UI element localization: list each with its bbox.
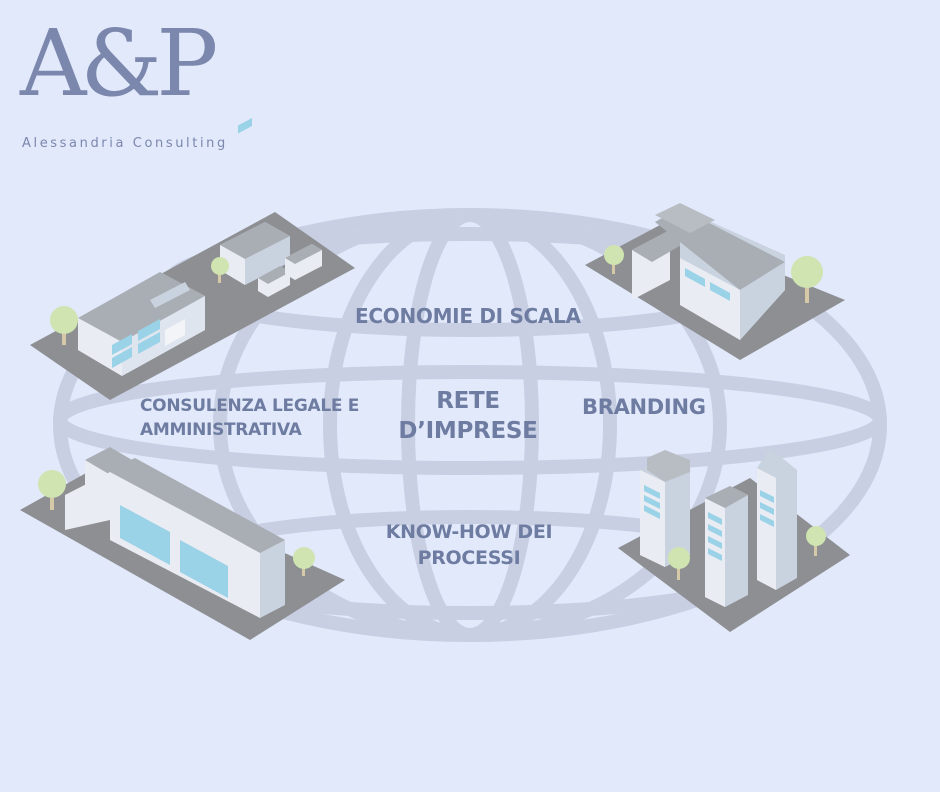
tree-icon — [668, 547, 690, 580]
logo-mark: A&P — [20, 10, 218, 117]
label-economie-di-scala: ECONOMIE DI SCALA — [355, 304, 581, 328]
label-branding: BRANDING — [582, 395, 706, 419]
label-line: AMMINISTRATIVA — [140, 420, 302, 440]
tree-icon — [293, 547, 315, 576]
label-line: RETE — [436, 388, 500, 414]
label-rete-d-imprese: RETE D’IMPRESE — [392, 386, 544, 446]
label-line: KNOW-HOW DEI — [385, 521, 553, 543]
tree-icon — [211, 257, 229, 283]
label-line: CONSULENZA LEGALE E — [140, 396, 360, 416]
tree-icon — [38, 470, 66, 510]
tree-icon — [604, 245, 624, 274]
label-line: D’IMPRESE — [398, 418, 538, 444]
label-consulenza: CONSULENZA LEGALE E AMMINISTRATIVA — [140, 394, 359, 442]
tree-icon — [50, 306, 78, 345]
building-warehouse-bottom-left — [20, 447, 345, 640]
label-line: PROCESSI — [417, 547, 521, 569]
tree-icon — [806, 526, 826, 556]
building-factory-top-left — [30, 118, 355, 400]
building-towers-bottom-right — [618, 448, 850, 632]
building-office-top-right — [585, 203, 845, 360]
tree-icon — [791, 256, 823, 303]
logo-subtitle: Alessandria Consulting — [22, 136, 228, 151]
label-know-how: KNOW-HOW DEI PROCESSI — [378, 519, 560, 571]
globe-meridian-center — [401, 208, 539, 642]
globe-equator — [53, 365, 887, 475]
